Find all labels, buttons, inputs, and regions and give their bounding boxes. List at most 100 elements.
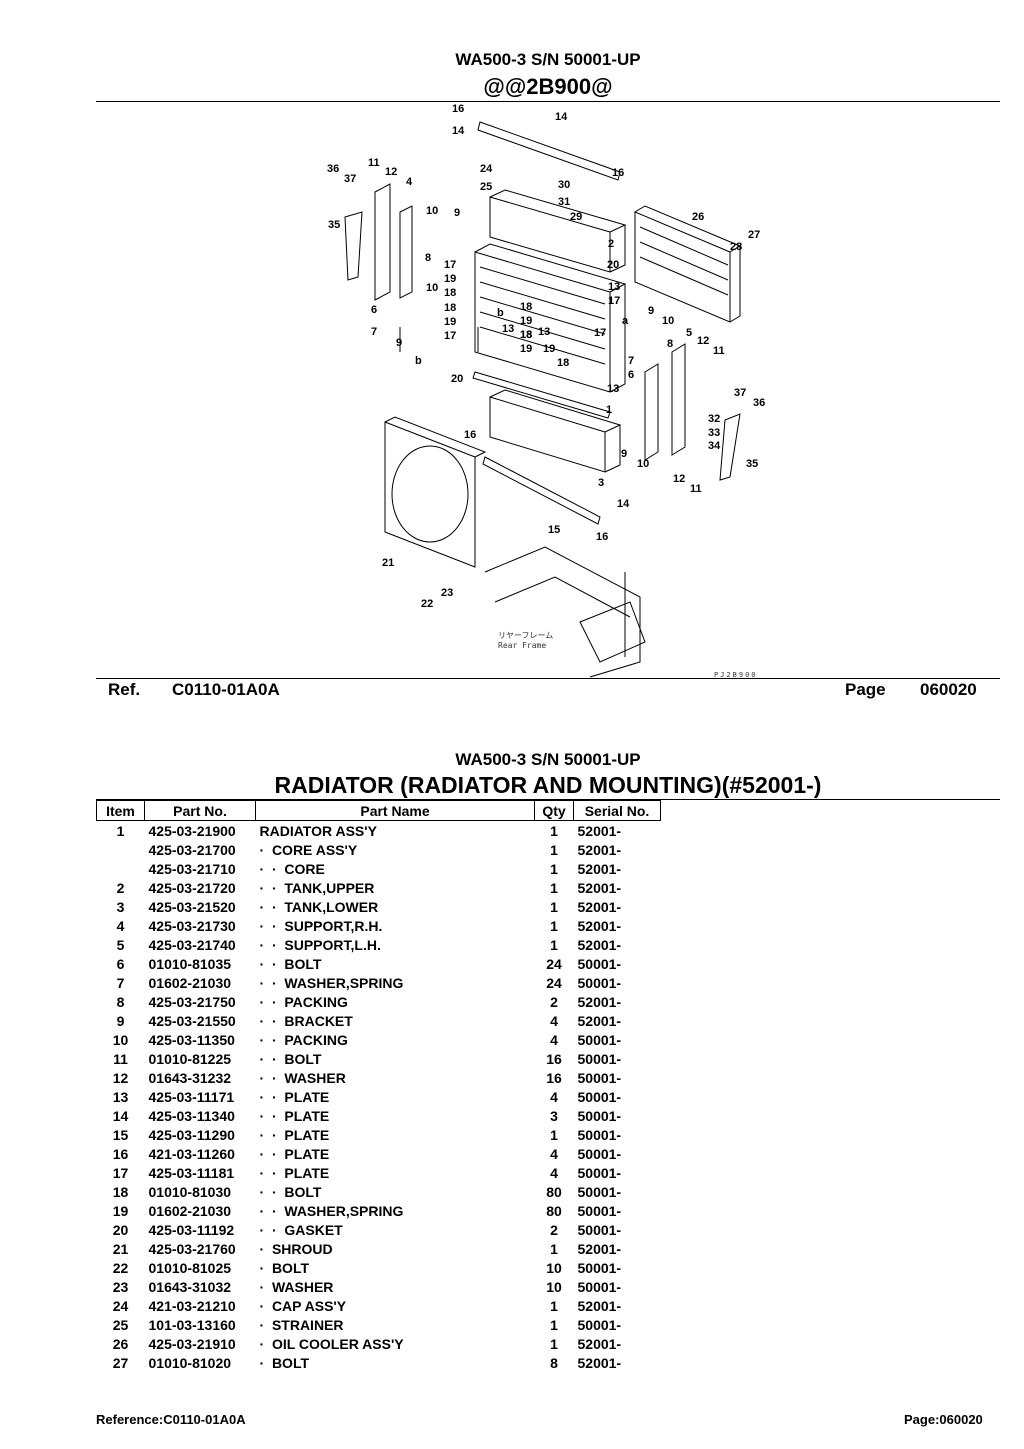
cell-item: 8 (116, 993, 125, 1010)
cell-qty: 16 (546, 1050, 562, 1067)
cell-qty: 16 (546, 1069, 562, 1086)
diagram-label: 2 (608, 238, 614, 250)
diagram-label: 19 (444, 316, 456, 328)
cell-part-no: 425-03-21760 (148, 1240, 236, 1257)
cell-serial-no: 50001- (577, 1316, 622, 1333)
cell-part-no: 425-03-11192 (148, 1221, 235, 1238)
cell-item: 6 (116, 955, 125, 972)
col-header-part-no: Part No. (144, 800, 256, 821)
rear-frame-label-en: Rear Frame (498, 641, 546, 650)
diagram-label: 37 (344, 173, 356, 185)
diagram-label: 13 (538, 326, 550, 338)
diagram-svg: 16 14 14 36 37 11 12 4 24 25 30 16 31 10… (327, 103, 765, 679)
cell-serial-no: 52001- (577, 936, 622, 953)
cell-qty: 24 (546, 955, 562, 972)
cell-qty: 1 (550, 1335, 558, 1352)
cell-part-no: 425-03-21730 (148, 917, 236, 934)
cell-part-name: · BOLT (259, 1354, 310, 1371)
cell-serial-no: 50001- (577, 1278, 622, 1295)
cell-item: 19 (112, 1202, 129, 1219)
diagram-label: 19 (520, 315, 532, 327)
cell-qty: 1 (550, 860, 558, 877)
cell-serial-no: 52001- (577, 822, 622, 839)
cell-part-no: 425-03-11171 (148, 1088, 235, 1105)
diagram-label: 17 (444, 330, 456, 342)
diagram-label: 13 (607, 383, 619, 395)
col-header-serial-no: Serial No. (573, 800, 661, 821)
cell-item: 23 (112, 1278, 129, 1295)
cell-serial-no: 50001- (577, 1069, 622, 1086)
col-header-item: Item (96, 800, 145, 821)
col-header-qty: Qty (534, 800, 574, 821)
footer-page: Page:060020 (904, 1412, 983, 1427)
diagram-label: 18 (520, 301, 532, 313)
cell-serial-no: 52001- (577, 1240, 622, 1257)
cell-part-name: · · BOLT (259, 1050, 322, 1067)
ref-label: Ref. (108, 680, 141, 699)
cell-part-name: · · WASHER,SPRING (259, 974, 404, 991)
diagram-label: 26 (692, 211, 704, 223)
cell-item (97, 859, 145, 878)
cell-serial-no: 52001- (577, 879, 622, 896)
cell-part-name: · · BOLT (259, 1183, 322, 1200)
cell-part-no: 01010-81025 (148, 1259, 232, 1276)
diagram-label: 20 (607, 259, 619, 271)
diagram-label: 8 (425, 252, 431, 264)
diagram-label: a (622, 315, 629, 327)
diagram-label: 33 (708, 427, 720, 439)
cell-serial-no: 52001- (577, 1297, 622, 1314)
cell-item: 1 (116, 822, 125, 839)
cell-item: 9 (116, 1012, 125, 1029)
diagram-label: 7 (628, 355, 634, 367)
cell-part-no: 425-03-11290 (148, 1126, 235, 1143)
cell-qty: 4 (550, 1031, 558, 1048)
cell-serial-no: 52001- (577, 860, 622, 877)
cell-part-no: 425-03-21900 (148, 822, 236, 839)
cell-qty: 4 (550, 1088, 558, 1105)
cell-qty: 1 (550, 936, 558, 953)
rear-frame-label-jp: リヤーフレーム (498, 631, 553, 640)
cell-part-name: · · TANK,UPPER (259, 879, 375, 896)
cell-part-no: 01643-31232 (148, 1069, 232, 1086)
diagram-label: 18 (444, 287, 456, 299)
cell-item: 4 (116, 917, 125, 934)
illustration-code: @@2B900@ (483, 74, 613, 99)
diagram-label: 11 (713, 345, 725, 357)
cell-qty: 24 (546, 974, 562, 991)
diagram-label: 18 (520, 329, 532, 341)
diagram-label: 6 (628, 369, 634, 381)
cell-serial-no: 52001- (577, 1354, 622, 1371)
cell-item: 11 (113, 1050, 128, 1067)
cell-part-name: · · PACKING (259, 1031, 348, 1048)
cell-serial-no: 50001- (577, 1164, 622, 1181)
diagram-label: 15 (548, 524, 560, 536)
cell-part-no: 425-03-11340 (148, 1107, 235, 1124)
diagram-label: 30 (558, 179, 570, 191)
cell-serial-no: 50001- (577, 1221, 622, 1238)
diagram-label: 25 (480, 181, 492, 193)
cell-serial-no: 50001- (577, 974, 622, 991)
cell-qty: 80 (546, 1183, 562, 1200)
exploded-parts-diagram: 16 14 14 36 37 11 12 4 24 25 30 16 31 10… (300, 102, 780, 680)
diagram-label: 14 (452, 125, 465, 137)
diagram-label: 14 (617, 498, 630, 510)
cell-item: 12 (112, 1069, 129, 1086)
cell-item: 18 (112, 1183, 129, 1200)
cell-serial-no: 50001- (577, 1107, 622, 1124)
cell-qty: 10 (546, 1278, 562, 1295)
cell-part-no: 425-03-21910 (148, 1335, 236, 1352)
cell-qty: 3 (550, 1107, 558, 1124)
cell-qty: 1 (550, 822, 558, 839)
cell-part-name: · · PACKING (259, 993, 348, 1010)
cell-qty: 1 (550, 1316, 558, 1333)
cell-serial-no: 50001- (577, 1259, 622, 1276)
